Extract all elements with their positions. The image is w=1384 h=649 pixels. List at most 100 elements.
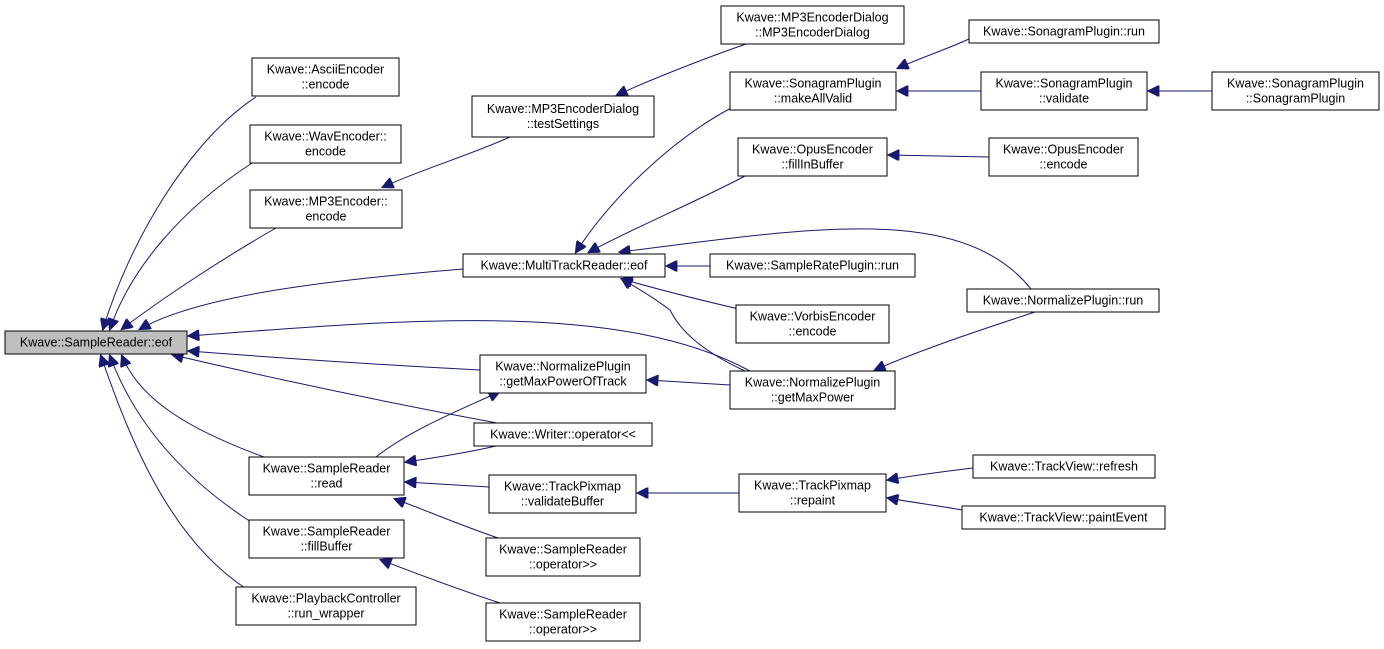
edge-nprun-to-mtr: [620, 228, 1032, 290]
node-label: Kwave::NormalizePlugin::run: [983, 294, 1144, 308]
edge-line: [589, 175, 746, 252]
edge-vorbis-to-mtr: [622, 279, 744, 311]
node-opusfill[interactable]: Kwave::OpusEncoder::fillInBuffer: [737, 137, 888, 177]
node-label: ::MP3EncoderDialog: [755, 26, 870, 40]
node-box: [729, 370, 896, 410]
node-label: Kwave::TrackView::refresh: [990, 460, 1138, 474]
node-wav[interactable]: Kwave::WavEncoder::encode: [249, 124, 402, 164]
edge-line: [622, 279, 746, 372]
node-vorbis[interactable]: Kwave::VorbisEncoder::encode: [735, 304, 890, 344]
node-label: Kwave::SampleRatePlugin::run: [726, 259, 899, 273]
node-label: ::read: [311, 477, 343, 491]
node-box: [968, 19, 1160, 44]
node-opusenc[interactable]: Kwave::OpusEncoder::encode: [988, 137, 1139, 177]
edge-npgmp-to-root: [189, 320, 751, 372]
node-box: [479, 354, 647, 394]
node-label: ::encode: [789, 325, 837, 339]
edge-line: [173, 355, 498, 424]
node-srop2[interactable]: Kwave::SampleReader::operator>>: [485, 602, 641, 642]
edge-line: [189, 351, 481, 371]
edge-line: [101, 356, 249, 591]
edge-sonrun-to-sonmav: [898, 38, 970, 68]
edge-nprun-to-npgmp: [875, 311, 1036, 370]
node-mtr[interactable]: Kwave::MultiTrackReader::eof: [462, 253, 666, 278]
node-tvrefresh[interactable]: Kwave::TrackView::refresh: [972, 454, 1156, 479]
node-label: ::run_wrapper: [287, 607, 364, 621]
node-npgmt[interactable]: Kwave::NormalizePlugin::getMaxPowerOfTra…: [479, 354, 647, 394]
node-tpvb[interactable]: Kwave::TrackPixmap::validateBuffer: [488, 474, 637, 514]
node-label: ::encode: [1040, 158, 1088, 172]
node-label: ::fillBuffer: [301, 540, 353, 554]
node-box: [729, 71, 897, 111]
edge-line: [110, 356, 255, 525]
edge-mp3enc-to-root: [122, 227, 277, 329]
node-ascii[interactable]: Kwave::AsciiEncoder::encode: [251, 57, 400, 97]
node-mp3dlg[interactable]: Kwave::MP3EncoderDialog::MP3EncoderDialo…: [720, 5, 905, 45]
node-label: ::validateBuffer: [521, 495, 604, 509]
node-label: ::SonagramPlugin: [1246, 92, 1345, 106]
node-nprun[interactable]: Kwave::NormalizePlugin::run: [966, 288, 1160, 313]
node-sonrun[interactable]: Kwave::SonagramPlugin::run: [968, 19, 1160, 44]
edge-mp3ts-to-mp3enc: [383, 136, 511, 187]
edge-line: [140, 268, 464, 329]
node-writer[interactable]: Kwave::Writer::operator<<: [473, 422, 653, 447]
node-label: ::getMaxPower: [771, 391, 854, 405]
edge-line: [406, 445, 497, 462]
edge-line: [576, 106, 734, 252]
node-box: [980, 71, 1148, 111]
node-srfill[interactable]: Kwave::SampleReader::fillBuffer: [248, 519, 405, 559]
edge-line: [622, 279, 744, 311]
node-label: Kwave::AsciiEncoder: [267, 63, 384, 77]
node-mp3ts[interactable]: Kwave::MP3EncoderDialog::testSettings: [471, 95, 655, 138]
edge-pbc-to-root: [101, 356, 249, 591]
edge-tvrefresh-to-tprepaint: [888, 467, 974, 480]
edge-srop1-to-srread: [395, 499, 499, 539]
edges: [101, 38, 1212, 604]
node-mp3enc[interactable]: Kwave::MP3Encoder::encode: [249, 189, 403, 229]
node-label: Kwave::Writer::operator<<: [490, 428, 636, 442]
node-label: Kwave::MP3EncoderDialog: [736, 11, 888, 25]
edge-tvpaint-to-tprepaint: [888, 498, 963, 511]
node-sonctor[interactable]: Kwave::SonagramPlugin::SonagramPlugin: [1211, 71, 1380, 111]
node-box: [249, 124, 402, 164]
node-box: [248, 519, 405, 559]
node-label: Kwave::VorbisEncoder: [750, 310, 876, 324]
node-root[interactable]: Kwave::SampleReader::eof: [4, 330, 188, 355]
node-label: ::encode: [302, 78, 350, 92]
edge-npgmp-to-mtr: [622, 279, 746, 372]
node-label: ::getMaxPowerOfTrack: [499, 375, 627, 389]
edge-line: [888, 498, 963, 511]
node-sonmav[interactable]: Kwave::SonagramPlugin::makeAllValid: [729, 71, 897, 111]
edge-srop2-to-srfill: [381, 560, 501, 604]
edge-opusenc-to-opusfill: [889, 155, 990, 157]
node-tprepaint[interactable]: Kwave::TrackPixmap::repaint: [738, 473, 887, 513]
node-box: [738, 473, 887, 513]
nodes: Kwave::SampleReader::eof Kwave::AsciiEnco…: [4, 5, 1380, 642]
node-tvpaint[interactable]: Kwave::TrackView::paintEvent: [961, 505, 1166, 530]
node-box: [966, 288, 1160, 313]
node-srprun[interactable]: Kwave::SampleRatePlugin::run: [709, 253, 916, 278]
node-label: Kwave::NormalizePlugin: [495, 360, 631, 374]
node-box: [248, 456, 405, 496]
edge-line: [620, 228, 1032, 290]
node-label: Kwave::SampleReader: [263, 525, 391, 539]
edge-tpvb-to-srread: [406, 482, 490, 487]
node-box: [488, 474, 637, 514]
node-pbc[interactable]: Kwave::PlaybackController::run_wrapper: [235, 586, 417, 626]
node-box: [988, 137, 1139, 177]
edge-ascii-to-root: [103, 96, 257, 329]
node-npgmp[interactable]: Kwave::NormalizePlugin::getMaxPower: [729, 370, 896, 410]
edge-line: [648, 380, 731, 385]
node-label: Kwave::TrackView::paintEvent: [979, 511, 1148, 525]
node-label: Kwave::OpusEncoder: [1003, 143, 1124, 157]
node-label: Kwave::NormalizePlugin: [745, 376, 881, 390]
edge-srfill-to-root: [110, 356, 255, 525]
node-box: [4, 330, 188, 355]
edge-line: [189, 320, 751, 372]
edge-srread-to-npgmt: [375, 392, 499, 458]
node-srop1[interactable]: Kwave::SampleReader::operator>>: [485, 537, 641, 577]
node-srread[interactable]: Kwave::SampleReader::read: [248, 456, 405, 496]
edge-line: [122, 356, 265, 458]
node-box: [462, 253, 666, 278]
node-sonval[interactable]: Kwave::SonagramPlugin::validate: [980, 71, 1148, 111]
